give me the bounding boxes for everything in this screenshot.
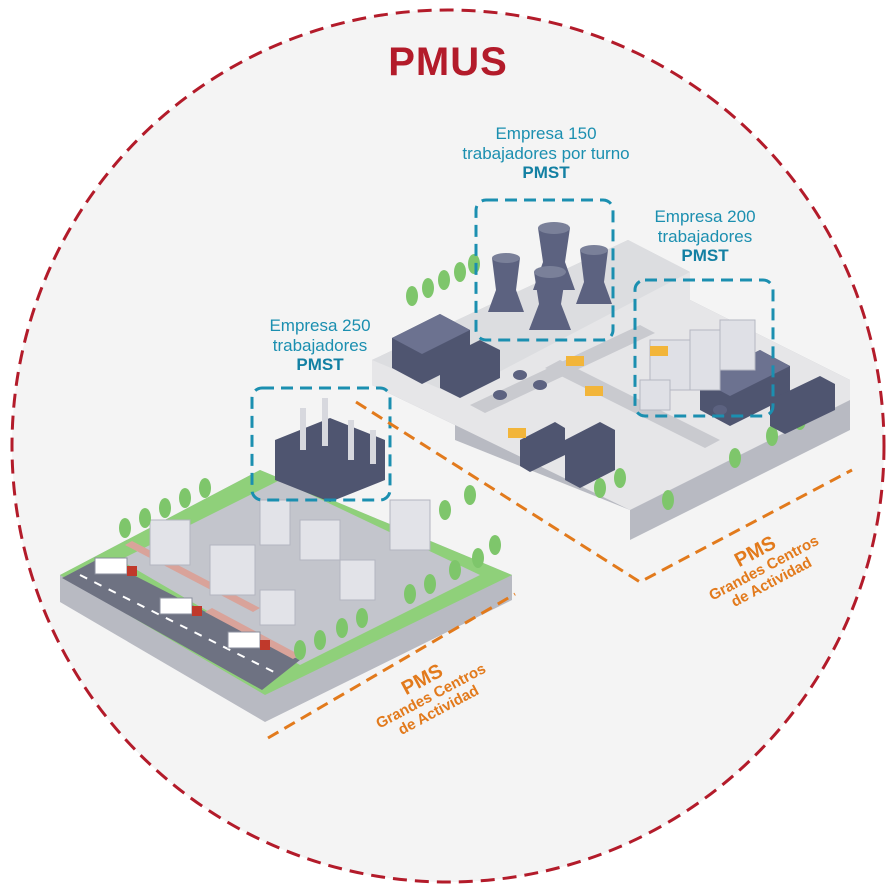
- page-title: PMUS: [388, 40, 508, 84]
- company-250-label: Empresa 250 trabajadores PMST: [269, 316, 371, 375]
- company-200-box: [633, 278, 775, 418]
- right-zone-boundary: [355, 400, 853, 584]
- left-zone-boundary: [267, 592, 516, 740]
- cooling-towers: [488, 222, 612, 330]
- company-200-label: Empresa 200 trabajadores PMST: [654, 207, 756, 266]
- left-industrial-block: [60, 398, 512, 722]
- company-150-box: [474, 198, 615, 342]
- company-250-box: [250, 386, 392, 502]
- right-industrial-block: [372, 222, 850, 540]
- company-150-label: Empresa 150 trabajadores por turno PMST: [462, 124, 630, 183]
